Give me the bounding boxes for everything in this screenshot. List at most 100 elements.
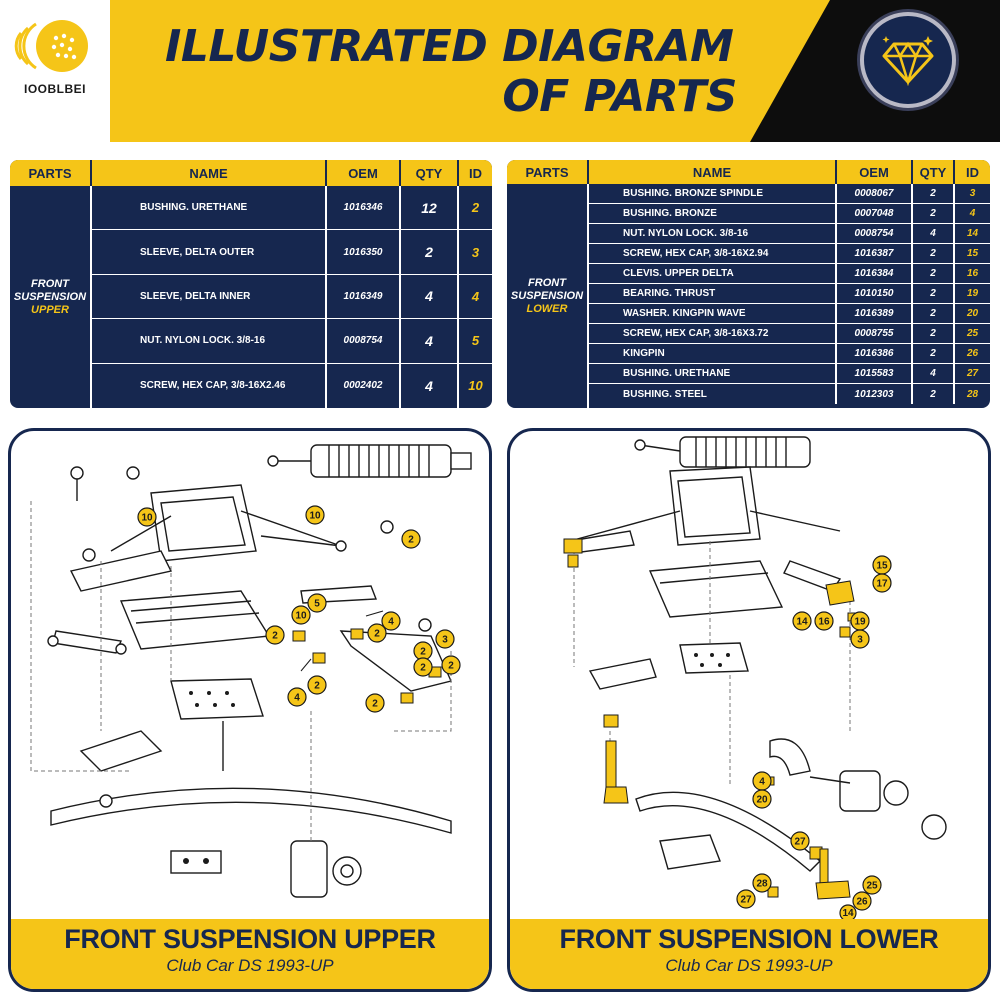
- cell-name: NUT. NYLON LOCK. 3/8-16: [589, 224, 837, 243]
- callout-badge: 10: [291, 605, 311, 625]
- callout-badge: 4: [381, 611, 401, 631]
- col-qty: QTY: [401, 160, 459, 186]
- panel-subtitle: Club Car DS 1993-UP: [166, 956, 334, 975]
- cell-oem: 0007048: [837, 204, 913, 223]
- cell-id: 10: [468, 378, 483, 394]
- callout-badge: 2: [413, 657, 433, 677]
- callout-label: 2: [420, 663, 426, 674]
- spindle-hub-drawing: [769, 738, 947, 840]
- callout-badge: 25: [862, 875, 882, 895]
- table-row: NUT. NYLON LOCK. 3/8-16 0008754 4 14: [589, 224, 990, 244]
- cell-name: BEARING. THRUST: [589, 284, 837, 303]
- exploded-diagram-lower: 15 17 14 16 19 3 4 20 27 28 27 25 26 14: [563, 436, 947, 919]
- callout-badge: 4: [287, 687, 307, 707]
- cell-oem: 1016389: [837, 304, 913, 323]
- callout-badge: 15: [872, 555, 892, 575]
- table-row: SLEEVE, DELTA INNER 1016349 4 4: [92, 274, 492, 320]
- callout-badge: 2: [365, 693, 385, 713]
- callout-label: 4: [294, 693, 300, 704]
- cell-qty: 2: [913, 304, 955, 323]
- col-id: ID: [459, 160, 492, 186]
- diamond-icon: [882, 36, 934, 86]
- callout-label: 14: [796, 617, 808, 628]
- cell-name: SCREW, HEX CAP, 3/8-16X2.94: [589, 244, 837, 263]
- title-line-2: OF PARTS: [502, 71, 737, 122]
- callout-label: 27: [740, 895, 752, 906]
- parts-table-upper: PARTS NAME OEM QTY ID FRONT SUSPENSION U…: [10, 160, 492, 408]
- cell-id: 3: [471, 244, 480, 260]
- cell-qty: 4: [401, 319, 459, 363]
- callout-label: 2: [420, 647, 426, 658]
- panel-upper: 10 10 2 5 10 4 2 2 2 3 2 2 4 2 2 FRONT S…: [8, 428, 492, 992]
- brand-logo: IOOBLBEI: [0, 0, 110, 142]
- leaf-spring-drawing: [635, 791, 822, 872]
- cell-id: 15: [966, 248, 979, 259]
- title-line-1: ILLUSTRATED DIAGRAM: [165, 21, 734, 72]
- cell-qty: 2: [913, 244, 955, 263]
- callout-label: 4: [759, 777, 765, 788]
- callout-label: 3: [857, 635, 863, 646]
- col-parts: PARTS: [507, 160, 589, 184]
- table-row: BUSHING. BRONZE SPINDLE 0008067 2 3: [589, 184, 990, 204]
- cell-id: 5: [471, 333, 480, 349]
- callout-label: 19: [854, 617, 866, 628]
- table-row: KINGPIN 1016386 2 26: [589, 344, 990, 364]
- header-banner: IOOBLBEI ILLUSTRATED DIAGRAM OF PARTS: [0, 0, 1000, 142]
- cell-name: BUSHING. URETHANE: [589, 364, 837, 383]
- table-row: SCREW, HEX CAP, 3/8-16X3.72 0008755 2 25: [589, 324, 990, 344]
- panel-title: FRONT SUSPENSION LOWER: [559, 924, 939, 954]
- spindle-hub-drawing: [170, 840, 362, 898]
- cell-name: SLEEVE, DELTA INNER: [92, 274, 327, 319]
- col-qty: QTY: [913, 160, 955, 184]
- group-line-1: FRONT: [528, 276, 566, 289]
- callout-label: 16: [818, 617, 830, 628]
- callout-label: 2: [372, 699, 378, 710]
- cell-name: SCREW, HEX CAP, 3/8-16X3.72: [589, 324, 837, 343]
- cell-qty: 2: [913, 264, 955, 283]
- exploded-diagram-upper: 10 10 2 5 10 4 2 2 2 3 2 2 4 2 2: [30, 444, 472, 898]
- cell-id: 27: [966, 368, 979, 379]
- table-row: BUSHING. STEEL 1012303 2 28: [589, 384, 990, 404]
- callout-badge: 2: [367, 623, 387, 643]
- callout-badge: 10: [305, 505, 325, 525]
- table-row: CLEVIS. UPPER DELTA 1016384 2 16: [589, 264, 990, 284]
- cell-name: CLEVIS. UPPER DELTA: [589, 264, 837, 283]
- cell-oem: 1015583: [837, 364, 913, 383]
- cell-oem: 0008754: [837, 224, 913, 243]
- col-name: NAME: [92, 160, 327, 186]
- table-header: PARTS NAME OEM QTY ID: [10, 160, 492, 186]
- callout-label: 10: [295, 611, 307, 622]
- frame-bracket-drawing: [110, 484, 342, 650]
- cell-id: 20: [966, 308, 979, 319]
- callout-label: 27: [794, 837, 806, 848]
- panel-subtitle: Club Car DS 1993-UP: [665, 956, 833, 975]
- group-line-1: FRONT: [31, 277, 69, 290]
- cell-name: BUSHING. URETHANE: [92, 186, 327, 230]
- kingpin-left-highlight: [563, 538, 629, 804]
- group-line-3: LOWER: [526, 302, 568, 315]
- callout-label: 15: [876, 561, 888, 572]
- cell-oem: 1012303: [837, 384, 913, 404]
- panel-lower: 15 17 14 16 19 3 4 20 27 28 27 25 26 14 …: [507, 428, 991, 992]
- cell-id: 4: [969, 208, 976, 219]
- table-row: WASHER. KINGPIN WAVE 1016389 2 20: [589, 304, 990, 324]
- group-line-3: UPPER: [31, 303, 69, 316]
- col-name: NAME: [589, 160, 837, 184]
- callout-badge: 3: [850, 629, 870, 649]
- mount-plate-drawing: [170, 678, 264, 771]
- cell-oem: 1016387: [837, 244, 913, 263]
- cell-id: 19: [966, 288, 979, 299]
- table-row: BEARING. THRUST 1010150 2 19: [589, 284, 990, 304]
- cell-id: 3: [969, 188, 976, 199]
- brand-name: IOOBLBEI: [23, 82, 86, 96]
- group-line-2: SUSPENSION: [510, 289, 584, 302]
- callout-badge: 2: [265, 625, 285, 645]
- callout-badge: 16: [814, 611, 834, 631]
- callout-badge: 28: [752, 873, 772, 893]
- col-oem: OEM: [837, 160, 913, 184]
- cell-id: 4: [471, 288, 480, 304]
- callout-label: 20: [756, 795, 768, 806]
- group-line-2: SUSPENSION: [13, 290, 87, 303]
- cell-name: WASHER. KINGPIN WAVE: [589, 304, 837, 323]
- col-oem: OEM: [327, 160, 401, 186]
